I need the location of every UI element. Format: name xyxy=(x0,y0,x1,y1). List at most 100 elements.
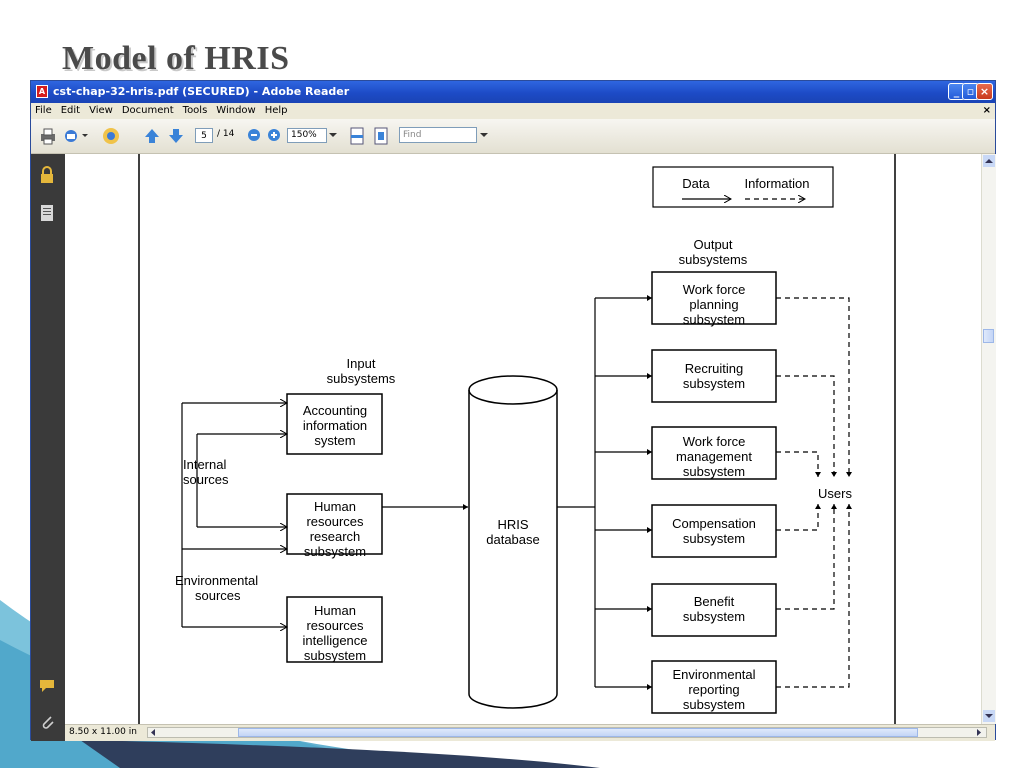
slide-title-text: Model of HRIS xyxy=(62,40,290,77)
environmental-line1: Environmental xyxy=(672,667,755,682)
info-path-benefit xyxy=(776,504,837,610)
info-path-compensation xyxy=(776,504,821,531)
database-line1: HRIS xyxy=(497,517,528,532)
comments-icon[interactable] xyxy=(38,678,58,694)
menu-edit[interactable]: Edit xyxy=(60,105,81,116)
fit-page-icon[interactable] xyxy=(373,127,389,145)
slide-title: Model of HRIS Model of HRIS xyxy=(62,40,290,117)
environmental-sources-line2: sources xyxy=(195,588,241,603)
vertical-scroll-thumb[interactable] xyxy=(983,329,994,343)
zoom-in-icon[interactable] xyxy=(267,128,281,142)
compensation-line2: subsystem xyxy=(683,531,745,546)
menu-close-document-icon[interactable]: × xyxy=(982,105,991,116)
scroll-down-arrow-icon[interactable] xyxy=(983,710,995,722)
zoom-level-select[interactable]: 150% xyxy=(287,128,327,143)
planning-line1: Work force xyxy=(683,282,746,297)
pages-icon[interactable] xyxy=(40,204,54,222)
hris-model-diagram: Data Information Output subsystems Input… xyxy=(138,154,896,724)
input-header-line1: Input xyxy=(347,356,376,371)
window-titlebar[interactable]: A cst-chap-32-hris.pdf (SECURED) - Adobe… xyxy=(31,81,995,103)
hr-research-line2: resources xyxy=(306,514,364,529)
hr-intelligence-line4: subsystem xyxy=(304,648,366,663)
document-view[interactable]: Data Information Output subsystems Input… xyxy=(65,154,981,724)
page-number-input[interactable]: 5 xyxy=(195,128,213,143)
window-title: cst-chap-32-hris.pdf (SECURED) - Adobe R… xyxy=(53,85,350,98)
environmental-line2: reporting xyxy=(688,682,739,697)
fit-width-icon[interactable] xyxy=(349,127,365,145)
security-lock-icon[interactable] xyxy=(39,166,55,184)
menu-tools[interactable]: Tools xyxy=(182,105,208,116)
collaborate-icon[interactable] xyxy=(101,126,121,146)
menu-bar: File Edit View Document Tools Window Help × xyxy=(31,103,995,120)
input-header-line2: subsystems xyxy=(327,371,396,386)
menu-help[interactable]: Help xyxy=(264,105,288,116)
pdf-app-icon: A xyxy=(36,85,48,98)
accounting-line1: Accounting xyxy=(303,403,367,418)
recruiting-line2: subsystem xyxy=(683,376,745,391)
hr-research-line1: Human xyxy=(314,499,356,514)
benefit-line1: Benefit xyxy=(694,594,735,609)
navigation-panel xyxy=(31,154,65,741)
close-button[interactable]: × xyxy=(976,83,993,100)
page-total: / 14 xyxy=(217,129,235,139)
planning-line2: planning xyxy=(689,297,738,312)
environmental-sources-line1: Environmental xyxy=(175,573,258,588)
database-line2: database xyxy=(486,532,540,547)
menu-file[interactable]: File xyxy=(35,105,52,116)
share-email-icon[interactable] xyxy=(63,127,89,145)
attachments-paperclip-icon[interactable] xyxy=(39,714,57,732)
legend-information-label: Information xyxy=(744,176,809,191)
internal-sources-line1: Internal xyxy=(183,457,226,472)
horizontal-scrollbar[interactable] xyxy=(147,727,987,738)
hr-intelligence-line2: resources xyxy=(306,618,364,633)
output-header-line2: subsystems xyxy=(679,252,748,267)
output-box-compensation xyxy=(651,504,777,558)
management-line1: Work force xyxy=(683,434,746,449)
legend-box xyxy=(652,166,834,208)
scroll-left-arrow-icon[interactable] xyxy=(148,728,158,737)
vertical-scrollbar[interactable] xyxy=(981,154,996,724)
hr-research-line4: subsystem xyxy=(304,544,366,559)
output-box-workforce-management xyxy=(651,426,777,480)
management-line2: management xyxy=(676,449,752,464)
input-box-accounting xyxy=(286,393,383,455)
horizontal-scroll-thumb[interactable] xyxy=(238,728,918,737)
hris-database-cylinder xyxy=(468,390,558,709)
compensation-line1: Compensation xyxy=(672,516,756,531)
info-path-management xyxy=(776,451,821,477)
next-page-icon[interactable] xyxy=(167,127,185,145)
print-icon[interactable] xyxy=(39,127,57,145)
previous-page-icon[interactable] xyxy=(143,127,161,145)
management-line3: subsystem xyxy=(683,464,745,479)
recruiting-line1: Recruiting xyxy=(685,361,744,376)
scroll-right-arrow-icon[interactable] xyxy=(974,728,984,737)
find-dropdown-chevron-icon[interactable] xyxy=(480,131,488,139)
accounting-line2: information xyxy=(303,418,367,433)
menu-document[interactable]: Document xyxy=(121,105,174,116)
menu-view[interactable]: View xyxy=(89,105,113,116)
users-label: Users xyxy=(818,486,852,501)
info-path-recruiting xyxy=(776,375,837,477)
benefit-line2: subsystem xyxy=(683,609,745,624)
output-header-line1: Output xyxy=(693,237,732,252)
page-size-label: 8.50 x 11.00 in xyxy=(69,727,137,737)
zoom-dropdown-chevron-icon[interactable] xyxy=(329,131,337,139)
status-bar: 8.50 x 11.00 in xyxy=(65,724,995,741)
planning-line3: subsystem xyxy=(683,312,745,327)
legend-data-label: Data xyxy=(682,176,710,191)
hr-intelligence-line1: Human xyxy=(314,603,356,618)
environmental-line3: subsystem xyxy=(683,697,745,712)
accounting-line3: system xyxy=(314,433,355,448)
zoom-out-icon[interactable] xyxy=(247,128,261,142)
info-path-planning xyxy=(776,297,852,477)
scroll-up-arrow-icon[interactable] xyxy=(983,155,995,167)
hr-research-line3: research xyxy=(310,529,361,544)
adobe-reader-window: A cst-chap-32-hris.pdf (SECURED) - Adobe… xyxy=(30,80,996,741)
output-box-benefit xyxy=(651,583,777,637)
info-path-environmental xyxy=(776,504,852,688)
find-input[interactable]: Find xyxy=(399,127,477,143)
menu-window[interactable]: Window xyxy=(216,105,256,116)
hr-intelligence-line3: intelligence xyxy=(302,633,367,648)
internal-sources-line2: sources xyxy=(183,472,229,487)
toolbar: 5 / 14 150% Find xyxy=(31,119,995,154)
